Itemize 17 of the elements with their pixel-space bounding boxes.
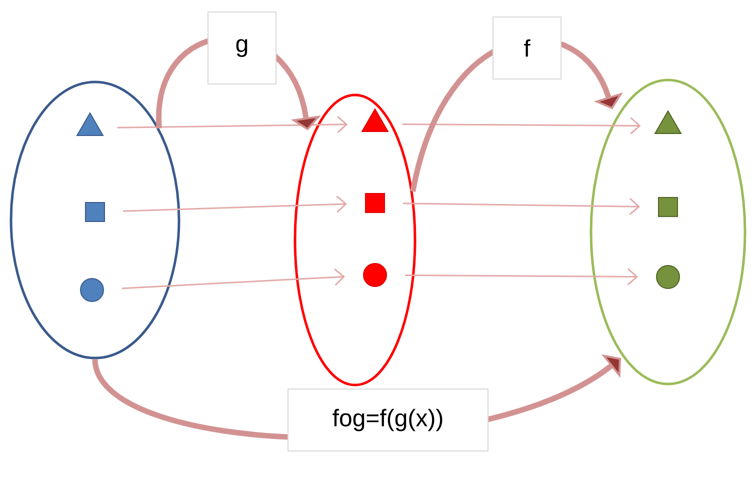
arrow [122,196,348,213]
square-symbol [365,193,385,213]
arrow [117,116,348,134]
set-ellipse [10,80,180,360]
set-ellipse [294,94,416,386]
arrow [122,268,346,290]
arrow [402,198,640,216]
square-symbol [658,197,678,217]
circle-symbol [363,263,387,287]
circle-symbol [656,265,680,289]
set-ellipse [590,78,746,386]
circle-symbol [80,278,104,302]
edge-label: fog=f(g(x)) [288,388,488,452]
arrow [402,117,641,134]
square-symbol [85,202,105,222]
edge-label: f [492,16,562,80]
edge-label: g [208,12,276,84]
